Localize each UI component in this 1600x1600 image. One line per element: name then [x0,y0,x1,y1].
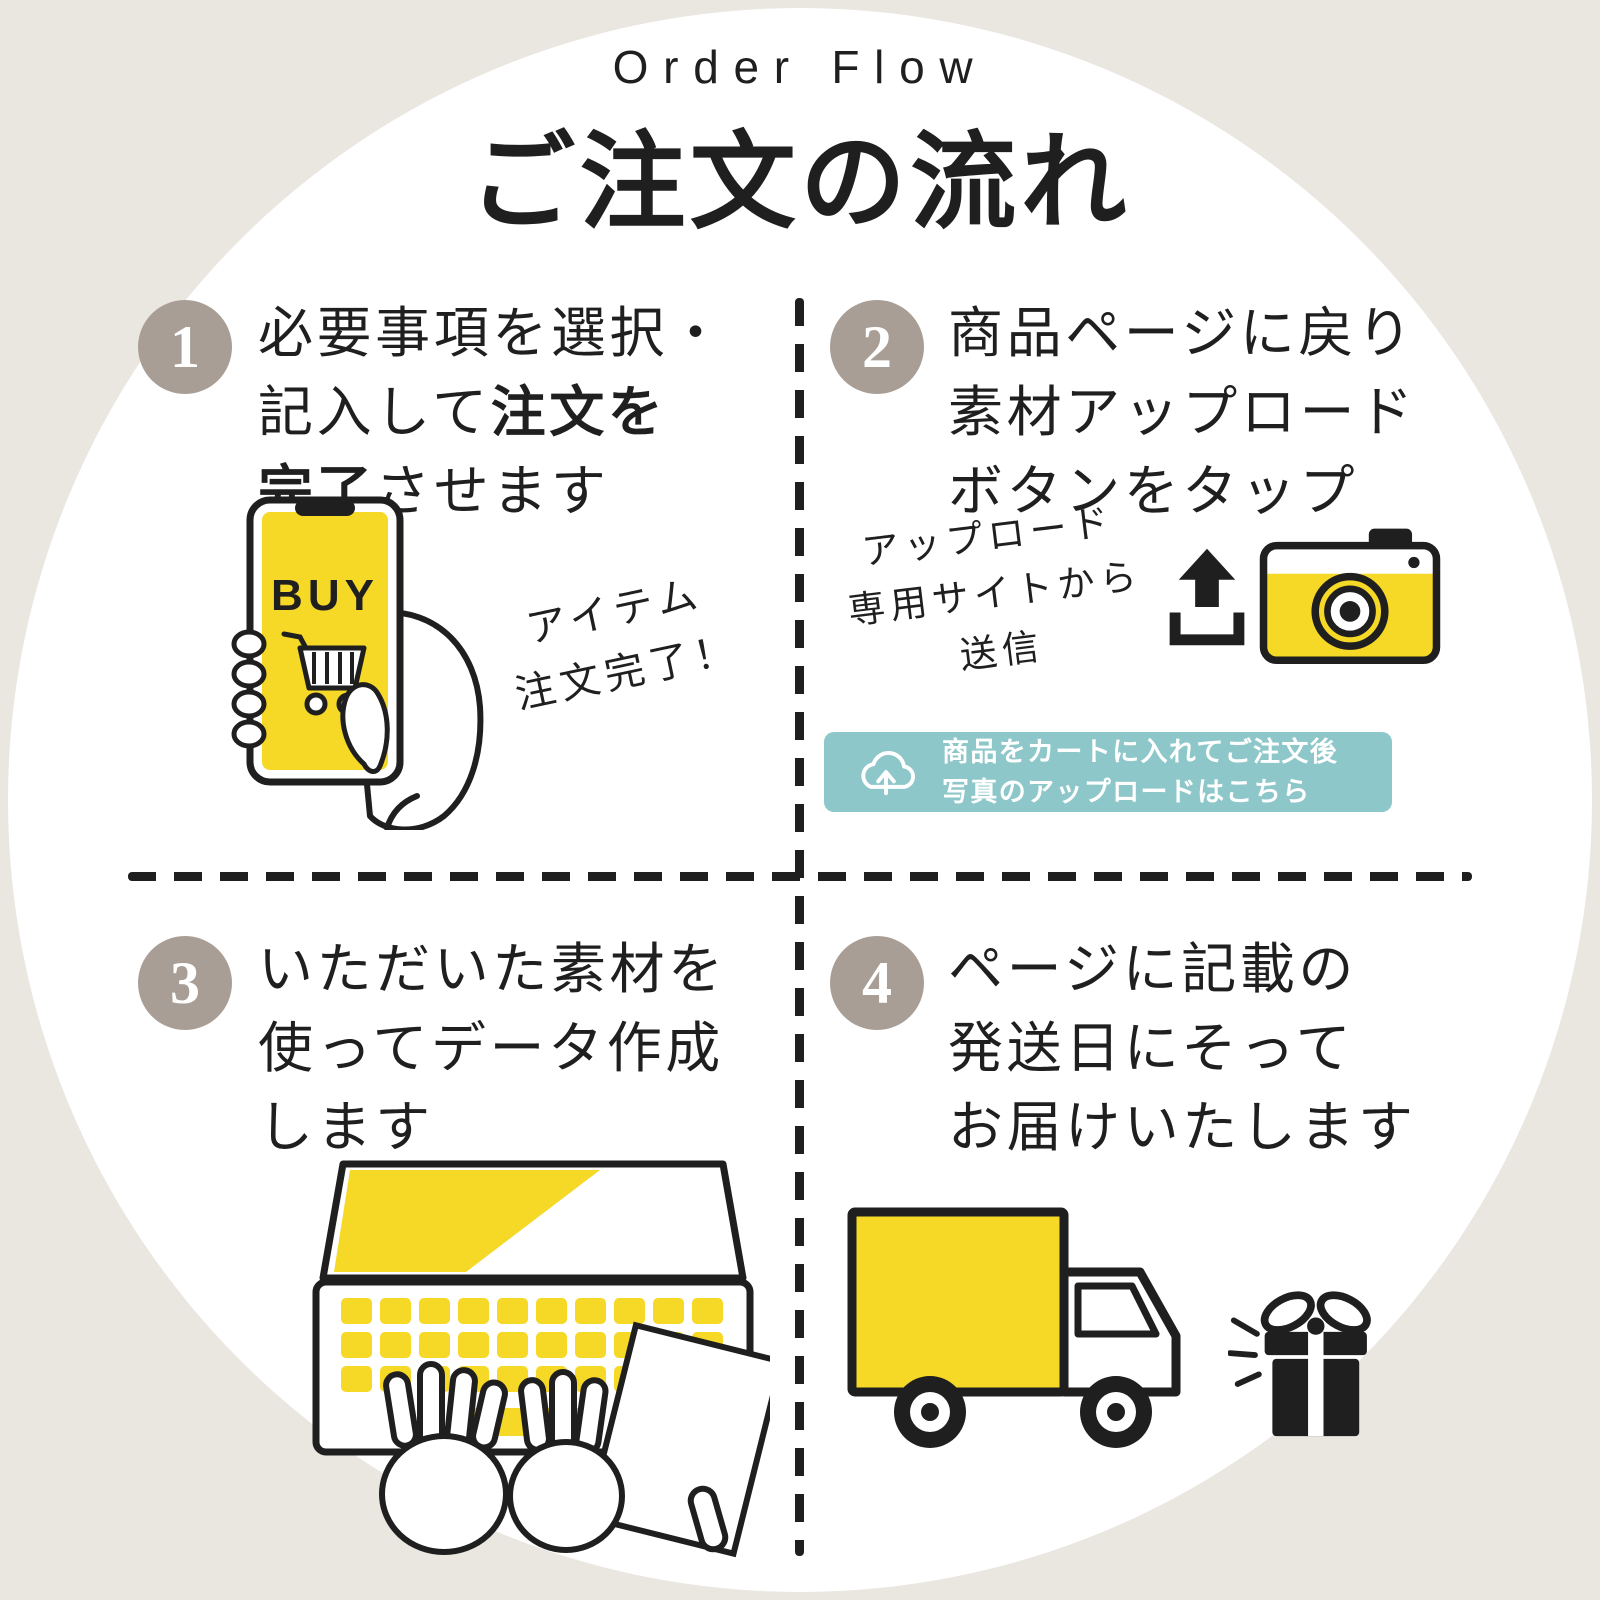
quadrant-divider-vertical [795,298,804,1556]
cloud-upload-icon [850,746,922,798]
step-number-badge: 1 [138,300,232,394]
camera-icon [1256,518,1444,670]
step-3-line-2: 使ってデータ作成 [258,1017,724,1080]
buy-screen-label: BUY [271,571,379,620]
step-3-panel: 3 いただいた素材を 使ってデータ作成 します [130,928,790,1568]
phone-in-hand-illustration: BUY [212,492,554,830]
step-2-line-3: ボタンをタップ [948,460,1359,523]
step-3-line-1: いただいた素材を [258,938,727,1000]
laptop-typing-illustration [298,1158,770,1560]
gift-box-icon [1228,1268,1392,1446]
step-number-badge: 3 [138,936,232,1030]
step-1-line-2: 記入して注文を [258,381,667,444]
step-4-description: ページに記載の 発送日にそって お届けいたします [948,930,1417,1168]
step-2-description: 商品ページに戻り 素材アップロード ボタンをタップ [948,294,1417,532]
step-2-handwritten-note: アップロード 専用サイトから 送信 [845,501,1145,677]
photo-upload-button[interactable]: 商品をカートに入れてご注文後 写真のアップロードはこちら [824,732,1392,812]
step-4-line-1: ページに記載の [948,938,1357,1000]
step-4-line-2: 発送日にそって [948,1017,1355,1080]
step-number-badge: 2 [830,300,924,394]
step-4-panel: 4 ページに記載の 発送日にそって お届けいたします [810,928,1470,1568]
page-title: ご注文の流れ [469,125,1131,242]
step-3-line-3: します [258,1096,434,1159]
step-2-line-1: 商品ページに戻り [948,302,1416,364]
step-2-panel: 2 商品ページに戻り 素材アップロード ボタンをタップ アップロード 専用サイト… [810,292,1470,872]
step-1-panel: 1 必要事項を選択・ 記入して注文を 完了させます BUY [130,292,790,872]
step-1-description: 必要事項を選択・ 記入して注文を 完了させます [258,294,727,532]
step-2-line-2: 素材アップロード [948,381,1417,444]
delivery-truck-illustration [844,1188,1208,1486]
upload-icon [1166,544,1248,650]
step-number-badge: 4 [830,936,924,1030]
step-3-description: いただいた素材を 使ってデータ作成 します [258,930,727,1168]
step-1-line-1: 必要事項を選択・ [258,302,727,364]
eyebrow-title: Order Flow [612,41,988,93]
step-4-line-3: お届けいたします [948,1096,1417,1159]
upload-button-label: 商品をカートに入れてご注文後 写真のアップロードはこちら [942,736,1339,808]
